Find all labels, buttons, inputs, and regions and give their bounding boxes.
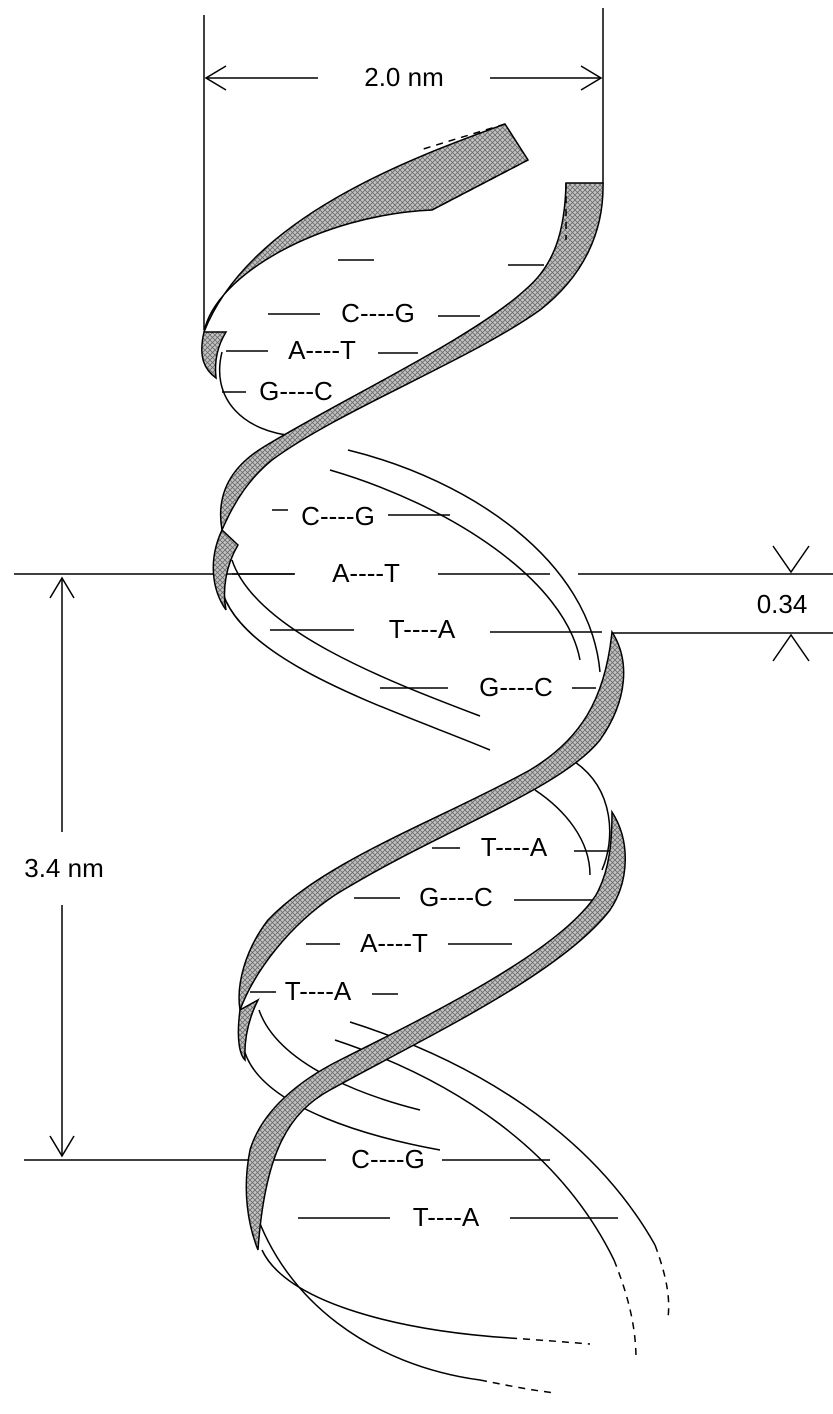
back-strand-bottom-b [255, 1210, 480, 1380]
base-pair-label: T----A [285, 976, 352, 1006]
rise-arrowhead-bottom [773, 635, 809, 661]
base-pair-label: A----T [332, 558, 400, 588]
base-pair-label: C----G [351, 1144, 425, 1174]
base-pair-label: A----T [360, 928, 428, 958]
base-pair-label: A----T [288, 335, 356, 365]
base-pair-row: G----C [380, 672, 596, 702]
front-strand [202, 124, 625, 1250]
base-pair-row: A----T [232, 558, 550, 588]
back-strand-tail-b [614, 1260, 636, 1360]
base-pair-row: T----A [270, 614, 602, 644]
base-pair-label: C----G [301, 501, 375, 531]
pitch-dimension: 3.4 nm [24, 578, 255, 1160]
base-pair-label: T----A [481, 832, 548, 862]
back-strand-dash-a [510, 1338, 590, 1344]
base-pair-label: T----A [389, 614, 456, 644]
rise-label: 0.34 [757, 589, 808, 619]
back-strand-segment-3a [575, 762, 610, 870]
ribbon-upper-crossing [221, 183, 603, 530]
back-strand-bottom-a [262, 1250, 510, 1338]
ribbon-lower-left-fold [238, 1000, 258, 1060]
back-strand-tail-a [655, 1245, 669, 1318]
base-pairs: C----G A----T G----C C----G A----T T----… [222, 260, 618, 1232]
back-strand [220, 352, 669, 1393]
base-pair-label: G----C [479, 672, 553, 702]
base-pair-label: T----A [413, 1202, 480, 1232]
ribbon-left-fold [213, 530, 238, 610]
base-pair-label: G----C [259, 376, 333, 406]
base-pair-row: T----A [298, 1202, 618, 1232]
rise-arrowhead-top [773, 546, 809, 572]
base-pair-row: T----A [250, 976, 398, 1006]
base-pair-row: G----C [222, 376, 333, 406]
back-strand-segment-1a [220, 580, 490, 750]
base-pair-row: G----C [354, 882, 596, 912]
base-pair-label: C----G [341, 298, 415, 328]
back-strand-dash-b [480, 1380, 555, 1393]
ribbon-lower-crossing [246, 812, 625, 1250]
ribbon-top-curl [202, 332, 226, 378]
base-pair-label: G----C [419, 882, 493, 912]
base-pair-row: C----G [270, 1144, 550, 1174]
base-pair-row: A----T [306, 928, 512, 958]
base-pair-row: C----G [268, 298, 480, 328]
width-label: 2.0 nm [364, 62, 444, 92]
base-pair-row: A----T [226, 335, 418, 365]
pitch-label: 3.4 nm [24, 853, 104, 883]
